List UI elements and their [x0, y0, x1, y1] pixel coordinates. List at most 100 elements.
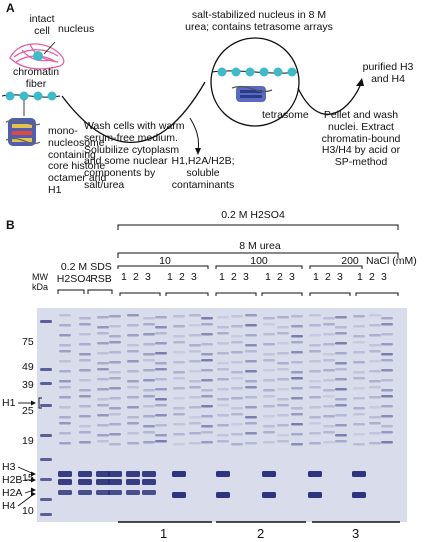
- gel-band: [127, 416, 139, 419]
- gel-band: [79, 333, 91, 336]
- gel-band: [277, 342, 289, 345]
- gel-band: [323, 405, 335, 408]
- tetrasome-array-icon: [211, 67, 299, 77]
- gel-band: [369, 324, 381, 327]
- gel-band: [143, 389, 155, 392]
- gel-band: [353, 325, 365, 328]
- gel-band: [189, 334, 201, 337]
- gel-band: [231, 351, 243, 354]
- gel-band: [309, 344, 321, 347]
- lane-label: 1: [121, 271, 127, 283]
- gel-band: [189, 344, 201, 347]
- gel-band: [309, 386, 321, 389]
- gel-band: [245, 334, 257, 337]
- mw-marker-label: 49: [22, 361, 34, 373]
- tetrasome-icon: [231, 85, 273, 102]
- gel-band: [263, 323, 275, 326]
- gel-band: [309, 314, 321, 317]
- gel-band: [277, 388, 289, 391]
- gel-band: [245, 350, 257, 353]
- gel-band: [291, 315, 303, 318]
- gel-band: [291, 361, 303, 364]
- mononucleosome-label: mono- nucleosome containing core histone…: [48, 125, 107, 196]
- gel-band: [201, 317, 213, 320]
- lane-label: 1: [313, 271, 319, 283]
- gel-band: [155, 352, 167, 355]
- sds-rsb-label: SDS RSB: [90, 261, 112, 285]
- lane-label: 3: [337, 271, 343, 283]
- gel-band: [109, 387, 121, 390]
- gel-band: [353, 413, 365, 416]
- gel-band: [143, 431, 155, 434]
- gel-band: [79, 343, 91, 346]
- gel-band: [277, 434, 289, 437]
- gel-band: [217, 332, 229, 335]
- gel-band: [201, 405, 213, 408]
- gel-band: [173, 335, 185, 338]
- gel-band: [109, 397, 121, 400]
- mw-marker-label: 15: [22, 472, 34, 484]
- gel-band: [277, 404, 289, 407]
- gel-band: [323, 415, 335, 418]
- gel-band: [173, 371, 185, 374]
- gel-band: [59, 370, 71, 373]
- gel-band: [59, 324, 71, 327]
- gel-band: [143, 359, 155, 362]
- ladder-band: [40, 458, 52, 461]
- gel-band: [127, 350, 139, 353]
- gel-band: [263, 431, 275, 434]
- soluble-arrow: [189, 117, 199, 151]
- gel-band: [231, 433, 243, 436]
- mw-marker-label: 39: [22, 379, 34, 391]
- gel-band: [59, 396, 71, 399]
- gel-band: [263, 343, 275, 346]
- nacl-200-label: 200: [341, 255, 359, 267]
- gel-band: [335, 434, 347, 437]
- gel-band: [173, 413, 185, 416]
- histone-band: [262, 492, 276, 498]
- gel-band: [143, 425, 155, 428]
- histone-arrowhead: [31, 477, 36, 483]
- nucleus-pointer: [43, 41, 56, 55]
- gel-band: [263, 389, 275, 392]
- gel-band: [201, 389, 213, 392]
- gel-band: [381, 353, 393, 356]
- gel-band: [291, 341, 303, 344]
- gel-band: [291, 371, 303, 374]
- salt-nucleus-icon: [210, 37, 300, 127]
- gel-band: [217, 316, 229, 319]
- gel-band: [309, 396, 321, 399]
- gel-band: [231, 371, 243, 374]
- gel-band: [323, 379, 335, 382]
- gel-band: [173, 433, 185, 436]
- gel-band: [277, 326, 289, 329]
- gel-band: [155, 414, 167, 417]
- gel-band: [97, 414, 109, 417]
- gel-band: [143, 395, 155, 398]
- gel-band: [217, 378, 229, 381]
- lane-label: 2: [325, 271, 331, 283]
- mw-marker-label: 19: [22, 435, 34, 447]
- gel-band: [155, 434, 167, 437]
- gel-band: [143, 323, 155, 326]
- gel-band: [155, 368, 167, 371]
- gel-band: [127, 442, 139, 445]
- gel-band: [381, 323, 393, 326]
- gel-band: [381, 441, 393, 444]
- gel-band: [381, 359, 393, 362]
- histone-band: [96, 479, 110, 485]
- soluble-label: H1,H2A/H2B; soluble contaminants: [171, 155, 235, 191]
- gel-band: [353, 335, 365, 338]
- histone-label: H1: [2, 397, 16, 409]
- gel-band: [369, 396, 381, 399]
- gel-band: [277, 424, 289, 427]
- gel-band: [263, 395, 275, 398]
- histone-band: [142, 471, 156, 477]
- gel-band: [201, 441, 213, 444]
- histone-band: [126, 490, 140, 495]
- gel-band: [381, 389, 393, 392]
- gel-band: [245, 432, 257, 435]
- gel-band: [127, 422, 139, 425]
- gel-band: [323, 343, 335, 346]
